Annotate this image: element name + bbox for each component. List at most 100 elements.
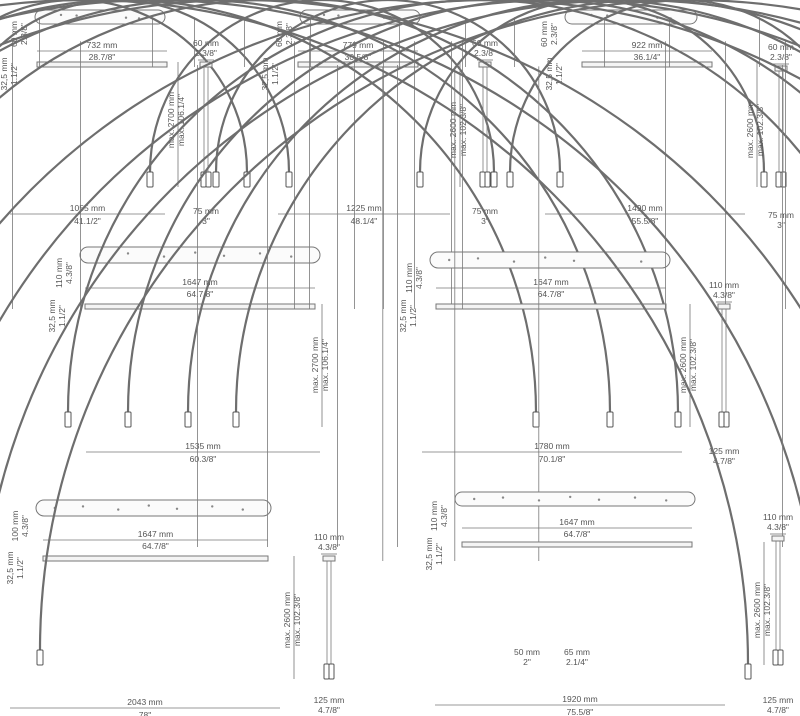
side-width-in: 2.3/8" [770, 52, 792, 62]
length-in: 64.7/8" [142, 541, 169, 551]
total-width-in: 48.1/4" [351, 216, 378, 226]
total-width-in: 60.3/8" [190, 454, 217, 464]
total-width-in: 78" [139, 710, 151, 716]
depth-mm: 75 mm [768, 210, 794, 220]
side-width-mm: 110 mm [314, 532, 344, 542]
fixing-point [290, 255, 293, 258]
arch-tube [0, 0, 800, 495]
canopy-height-mm: 32,5 mm [0, 57, 9, 90]
fixing-point [126, 252, 130, 255]
total-width-mm: 1055 mm [70, 203, 105, 213]
arch-tube [508, 0, 800, 173]
fixing-point [512, 260, 516, 263]
depth-mm: 75 mm [472, 206, 498, 216]
max-drop-in: max. 106.1/4" [176, 94, 186, 146]
length-mm: 779 mm [343, 40, 374, 50]
fixing-point [640, 260, 643, 263]
light-cylinder [532, 411, 540, 428]
side-width-mm: 60 mm [472, 38, 498, 48]
side-light-cylinder [723, 411, 730, 428]
max-drop-mm: max. 2600 mm [282, 592, 292, 648]
length-mm: 1647 mm [182, 277, 217, 287]
light-cylinder [232, 411, 240, 428]
plan-height-mm: 110 mm [429, 501, 439, 531]
length-in: 64.7/8" [187, 289, 214, 299]
fixing-point [448, 258, 451, 262]
depth-in: 4.7/8" [713, 456, 735, 466]
canopy-height-mm: 32,5 mm [424, 537, 434, 570]
canopy-height-in: 1.1/2" [57, 305, 67, 327]
canopy-height-mm: 32,5 mm [544, 57, 554, 90]
fixing-point [572, 259, 576, 262]
arch-tube [0, 0, 800, 225]
side-width-mm: 110 mm [763, 512, 793, 522]
canopy-top-view [35, 499, 272, 517]
canopy-bar [461, 541, 693, 548]
canopy-height-in: 1.1/2" [434, 543, 444, 565]
tube-width-mm: 50 mm [514, 647, 540, 657]
canopy-height-mm: 32,5 mm [47, 299, 57, 332]
length-mm: 1647 mm [138, 529, 173, 539]
light-cylinder [285, 171, 293, 188]
canopy-height-in: 1.1/2" [15, 557, 25, 579]
light-cylinder [506, 171, 514, 188]
max-drop-in: max. 106.1/4" [320, 339, 330, 391]
total-width-in: 55.5/8" [632, 216, 659, 226]
side-light-cylinder [205, 171, 212, 188]
depth-mm: 125 mm [314, 695, 345, 705]
cylinder-width-mm: 65 mm [564, 647, 590, 657]
light-cylinder [606, 411, 614, 428]
light-cylinder [416, 171, 424, 188]
canopy-height-in: 1.1/2" [9, 63, 19, 85]
side-width-in: 2.3/8" [474, 48, 496, 58]
total-width-in: 75.5/8" [567, 707, 594, 716]
arch-tube [0, 0, 800, 508]
depth-in: 3" [202, 216, 210, 226]
fixing-point [222, 254, 226, 257]
canopy-top-view [429, 251, 671, 269]
fixing-point [117, 508, 120, 511]
canopy-bar [36, 61, 168, 68]
max-drop-in: max. 102.3/8" [292, 594, 302, 646]
max-drop-mm: max. 2700 mm [166, 92, 176, 148]
fixing-point [597, 498, 601, 501]
side-width-in: 4.3/8" [713, 290, 735, 300]
depth-in: 3" [777, 220, 785, 230]
total-width-mm: 1780 mm [534, 441, 569, 451]
plan-height-in: 4.3/8" [414, 267, 424, 289]
light-cylinder [64, 411, 72, 428]
total-width-mm: 2043 mm [127, 697, 162, 707]
side-light-cylinder [479, 171, 486, 188]
light-cylinder [124, 411, 132, 428]
canopy-height-in: 1.1/2" [408, 305, 418, 327]
fixing-point [473, 497, 476, 501]
arch-tube [0, 0, 800, 323]
light-cylinder [36, 649, 44, 666]
plan-height-in: 4.3/8" [439, 505, 449, 527]
side-width-mm: 60 mm [768, 42, 794, 52]
fixing-point [147, 504, 150, 507]
fixing-point [175, 507, 179, 510]
length-mm: 1647 mm [559, 517, 594, 527]
side-light-cylinder [777, 649, 784, 666]
plan-height-mm: 60 mm [539, 21, 549, 47]
plan-height-mm: 110 mm [404, 263, 414, 293]
side-canopy [771, 535, 785, 542]
max-drop-in: max. 102.3/8" [762, 584, 772, 636]
total-width-in: 41.1/2" [74, 216, 101, 226]
side-light-cylinder [718, 411, 725, 428]
plan-height-in: 2.3/8" [19, 23, 29, 45]
arch-tube [214, 0, 562, 173]
total-width-mm: 1225 mm [346, 203, 381, 213]
fixing-point [75, 14, 78, 17]
plan-height-in: 4.3/8" [64, 262, 74, 284]
canopy-height-mm: 32,5 mm [398, 299, 408, 332]
length-in: 64.7/8" [538, 289, 565, 299]
depth-in: 4.7/8" [767, 705, 789, 715]
plan-height-mm: 100 mm [10, 511, 20, 542]
